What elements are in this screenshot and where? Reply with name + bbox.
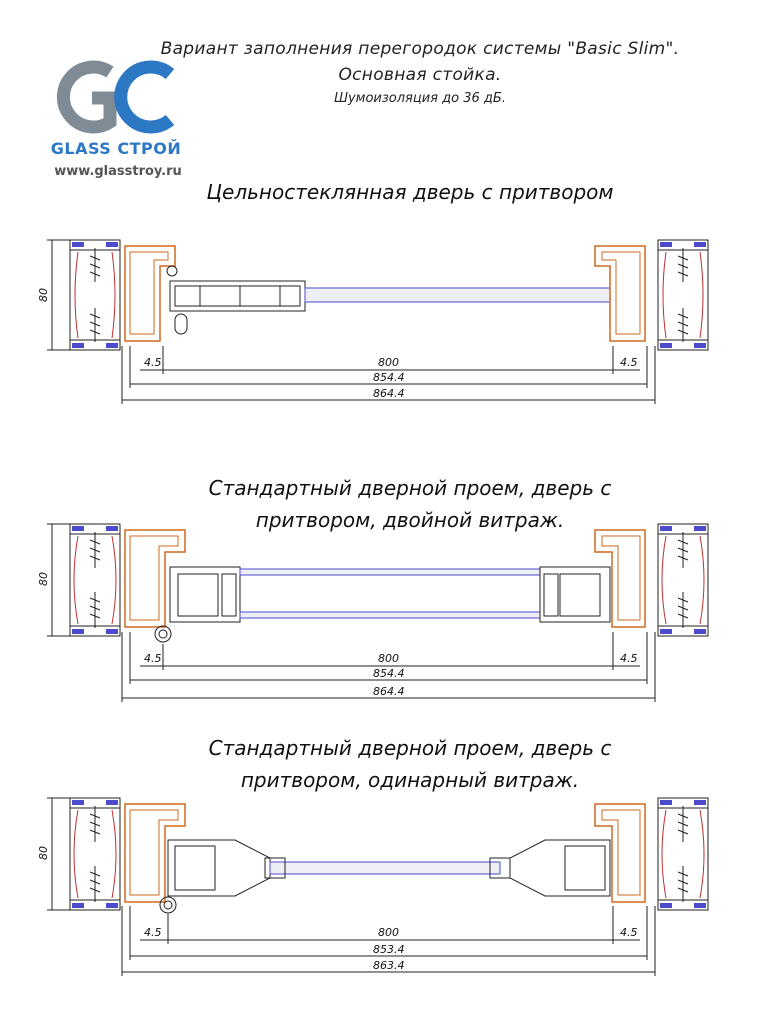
single-glazing (264, 857, 511, 879)
dim-outer: 864.4 (373, 685, 405, 698)
height-label: 80 (37, 572, 50, 586)
right-post (657, 797, 709, 911)
dim-gap-left: 4.5 (144, 652, 162, 665)
left-post (69, 797, 121, 911)
dim-opening: 800 (378, 356, 399, 369)
logo-site-url: www.glasstroy.ru (54, 164, 182, 179)
dim-inner: 854.4 (373, 667, 405, 680)
section-3-drawing: 80 4.5 4.5 800 853.4 863.4 (37, 797, 709, 976)
left-door-leaf (159, 839, 271, 914)
dim-gap-left: 4.5 (144, 926, 162, 939)
section-1-title-line: Цельностеклянная дверь с притвором (206, 180, 614, 204)
right-frame-profile (594, 529, 646, 628)
right-door-leaf (539, 566, 611, 623)
dim-gap-left: 4.5 (144, 356, 162, 369)
section-2-title-line-2: притвором, двойной витраж. (255, 508, 565, 532)
left-post (69, 523, 121, 637)
width-dimensions: 4.5 4.5 800 853.4 863.4 (121, 906, 656, 976)
section-2-title-line-1: Стандартный дверной проем, дверь с (208, 476, 612, 500)
width-dimensions: 4.5 4.5 800 854.4 864.4 (121, 632, 656, 702)
right-frame-profile (594, 803, 646, 903)
logo-brand-text: GLASS СТРОЙ (48, 138, 184, 160)
section-2-drawing: 80 4.5 4.5 800 854.4 864.4 (37, 523, 709, 702)
gc-logo-icon (56, 60, 175, 134)
width-dimensions: 4.5 4.5 800 854.4 864.4 (121, 346, 656, 404)
right-frame-profile (594, 245, 646, 342)
dim-gap-right: 4.5 (620, 926, 638, 939)
dim-outer: 863.4 (373, 959, 405, 972)
section-1-drawing: 80 4.5 4.5 800 854.4 864.4 (37, 239, 709, 404)
section-3-title: Стандартный дверной проем, дверь с притв… (130, 732, 690, 796)
header: Вариант заполнения перегородок системы "… (110, 36, 730, 110)
height-label: 80 (37, 846, 50, 860)
company-logo: GLASS СТРОЙ www.glasstroy.ru (48, 58, 188, 188)
dim-inner: 854.4 (373, 371, 405, 384)
left-frame-profile (124, 803, 186, 903)
right-post (657, 239, 709, 351)
left-post (69, 239, 121, 351)
dim-outer: 864.4 (373, 387, 405, 400)
dim-inner: 853.4 (373, 943, 405, 956)
left-frame-profile (124, 245, 178, 342)
section-2-title: Стандартный дверной проем, дверь с притв… (130, 472, 690, 536)
header-subtitle: Основная стойка. (338, 65, 502, 85)
dim-opening: 800 (378, 652, 399, 665)
section-1-title: Цельностеклянная дверь с притвором (130, 176, 690, 208)
dim-gap-right: 4.5 (620, 356, 638, 369)
dim-opening: 800 (378, 926, 399, 939)
dim-gap-right: 4.5 (620, 652, 638, 665)
height-dimension: 80 (37, 797, 70, 911)
left-frame-profile (124, 529, 186, 628)
left-door-leaf (154, 566, 241, 643)
right-door-leaf (509, 839, 611, 897)
glass-door-panel (169, 280, 611, 335)
section-3-title-line-2: притвором, одинарный витраж. (240, 768, 580, 792)
height-label: 80 (37, 288, 50, 302)
height-dimension: 80 (37, 523, 70, 637)
right-post (657, 523, 709, 637)
header-note: Шумоизоляция до 36 дБ. (334, 91, 506, 106)
section-3-title-line-1: Стандартный дверной проем, дверь с (208, 736, 612, 760)
height-dimension: 80 (37, 239, 70, 351)
header-title: Вариант заполнения перегородок системы "… (160, 39, 680, 59)
double-glazing (239, 568, 541, 619)
